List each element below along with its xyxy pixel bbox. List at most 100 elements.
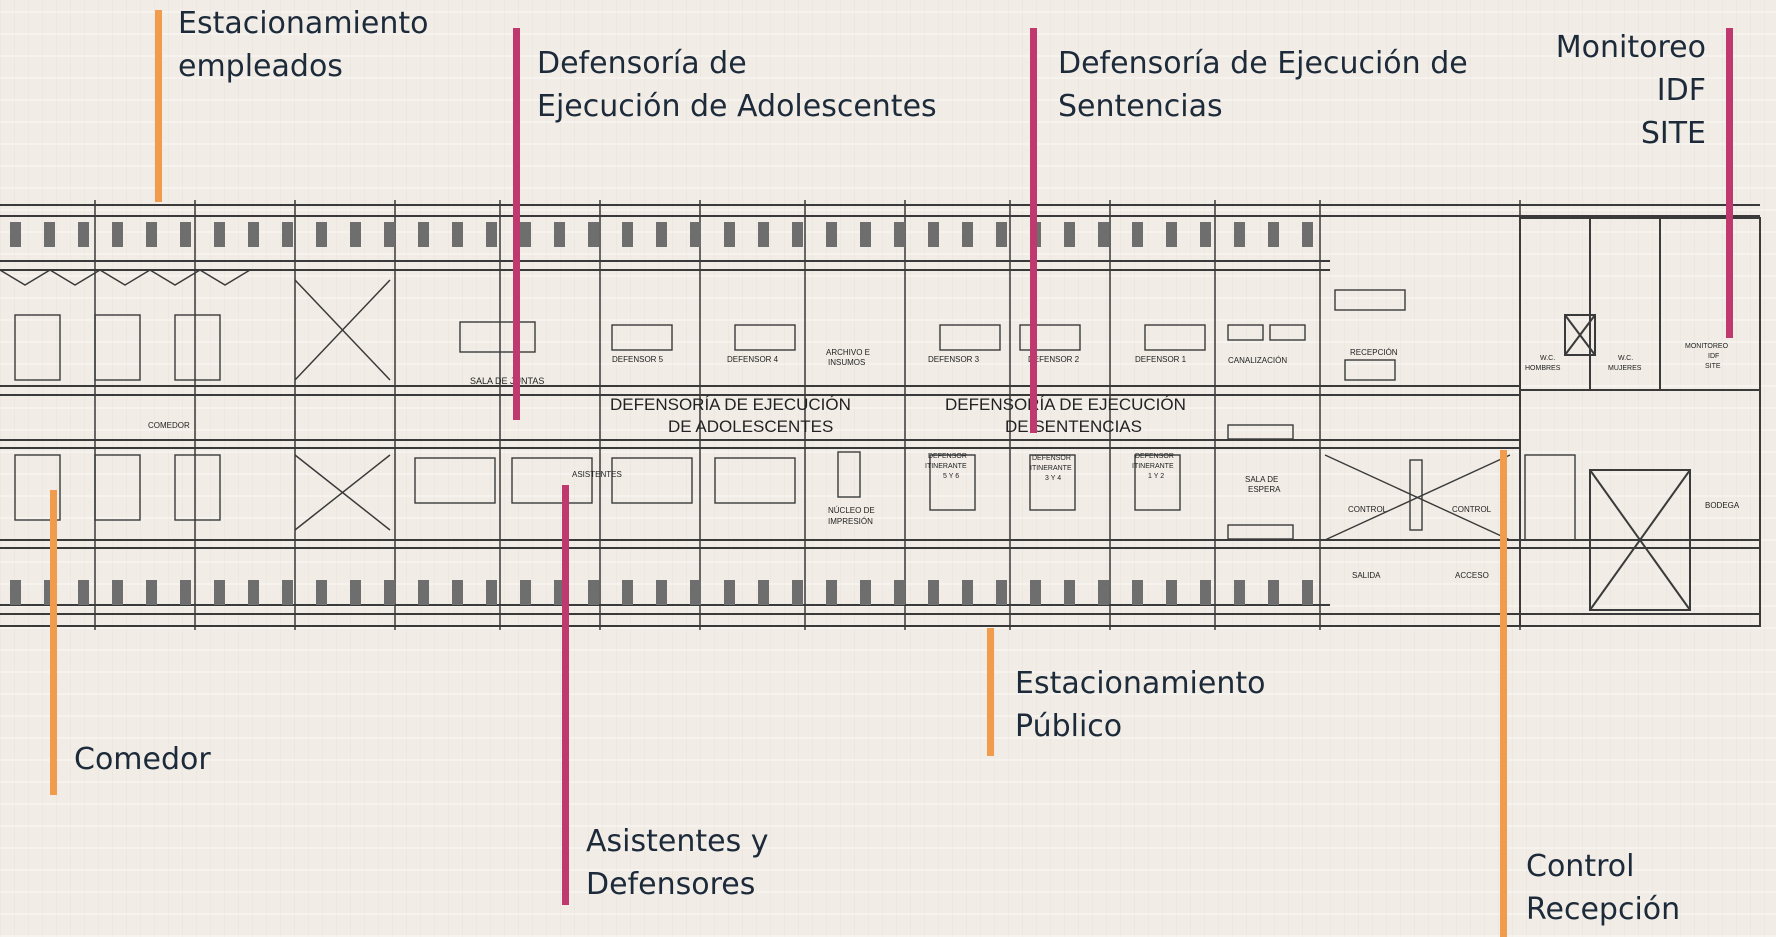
plan-title-adolescentes-1: DEFENSORÍA DE EJECUCIÓN	[610, 395, 851, 414]
plan-label-archivo-2: INSUMOS	[828, 358, 865, 367]
plan-label-sala-espera-1: SALA DE	[1245, 475, 1278, 484]
parking-post	[1132, 222, 1143, 247]
label-asistentes: Asistentes y Defensores	[586, 824, 769, 902]
parking-post	[452, 580, 463, 605]
plan-label-archivo-1: ARCHIVO E	[826, 348, 870, 357]
parking-post	[1166, 580, 1177, 605]
parking-post	[248, 222, 259, 247]
leader-asistentes	[562, 485, 569, 905]
parking-post	[1234, 222, 1245, 247]
parking-post	[384, 580, 395, 605]
plan-label-itinerante-a3: 5 Y 6	[943, 473, 959, 480]
parking-post	[554, 222, 565, 247]
parking-post	[1302, 580, 1313, 605]
plan-title-sentencias-1: DEFENSORÍA DE EJECUCIÓN	[945, 395, 1186, 414]
leader-comedor	[50, 490, 57, 795]
parking-post	[1064, 580, 1075, 605]
parking-post	[622, 580, 633, 605]
parking-post	[928, 222, 939, 247]
label-defensoria-sentencias: Defensoría de Ejecución de Sentencias	[1058, 46, 1468, 124]
label-estacionamiento-publico: Estacionamiento Público	[1015, 666, 1266, 744]
parking-post	[792, 580, 803, 605]
plan-label-itinerante-b3: 3 Y 4	[1045, 475, 1061, 482]
parking-post	[10, 222, 21, 247]
plan-label-itinerante-a1: DEFENSOR	[928, 453, 967, 460]
label-comedor: Comedor	[74, 742, 211, 777]
parking-post	[588, 222, 599, 247]
parking-post	[180, 580, 191, 605]
plan-label-wc-hombres-2: HOMBRES	[1525, 365, 1561, 372]
parking-post	[282, 222, 293, 247]
plan-columns	[94, 200, 1521, 630]
parking-post	[316, 222, 327, 247]
parking-post	[520, 580, 531, 605]
furniture	[0, 269, 1576, 541]
plan-label-bodega: BODEGA	[1705, 501, 1740, 510]
parking-post	[10, 580, 21, 605]
parking-posts-top	[10, 222, 1313, 247]
parking-post	[928, 580, 939, 605]
leader-control-recepcion	[1500, 450, 1507, 937]
parking-post	[758, 222, 769, 247]
parking-post	[1030, 580, 1041, 605]
parking-post	[860, 580, 871, 605]
plan-walls	[0, 204, 1761, 627]
parking-post	[452, 222, 463, 247]
parking-post	[962, 580, 973, 605]
label-defensoria-adolescentes: Defensoría de Ejecución de Adolescentes	[537, 46, 937, 124]
plan-label-wc-mujeres-2: MUJERES	[1608, 365, 1642, 372]
parking-post	[860, 222, 871, 247]
parking-post	[112, 222, 123, 247]
plan-label-acceso: ACCESO	[1455, 571, 1489, 580]
plan-label-sala-juntas: SALA DE JUNTAS	[470, 376, 544, 386]
plan-label-wc-hombres-1: W.C.	[1540, 355, 1555, 362]
plan-label-itinerante-c1: DEFENSOR	[1135, 453, 1174, 460]
plan-label-itinerante-a2: ITINERANTE	[925, 463, 967, 470]
parking-post	[996, 222, 1007, 247]
leader-estacionamiento-empleados	[155, 10, 162, 202]
parking-post	[1064, 222, 1075, 247]
plan-label-defensor-2: DEFENSOR 2	[1028, 355, 1080, 364]
parking-post	[894, 222, 905, 247]
plan-label-control-2: CONTROL	[1452, 505, 1492, 514]
plan-label-salida: SALIDA	[1352, 571, 1381, 580]
parking-post	[486, 580, 497, 605]
parking-post	[622, 222, 633, 247]
parking-post	[520, 222, 531, 247]
plan-label-itinerante-b2: ITINERANTE	[1030, 465, 1072, 472]
parking-post	[656, 580, 667, 605]
parking-post	[996, 580, 1007, 605]
parking-post	[350, 222, 361, 247]
parking-post	[1234, 580, 1245, 605]
parking-post	[1098, 222, 1109, 247]
parking-post	[1268, 580, 1279, 605]
parking-post	[894, 580, 905, 605]
parking-post	[418, 222, 429, 247]
parking-post	[384, 222, 395, 247]
plan-label-control-1: CONTROL	[1348, 505, 1388, 514]
parking-post	[758, 580, 769, 605]
parking-post	[1098, 580, 1109, 605]
plan-label-itinerante-b1: DEFENSOR	[1032, 455, 1071, 462]
parking-post	[724, 222, 735, 247]
plan-label-comedor: COMEDOR	[148, 421, 190, 430]
parking-post	[112, 580, 123, 605]
leader-defensoria-sentencias	[1030, 28, 1037, 433]
parking-post	[44, 222, 55, 247]
plan-label-recepcion: RECEPCIÓN	[1350, 348, 1398, 357]
plan-label-wc-mujeres-1: W.C.	[1618, 355, 1633, 362]
plan-label-nucleo-1: NÚCLEO DE	[828, 506, 875, 515]
parking-post	[1200, 580, 1211, 605]
parking-post	[146, 222, 157, 247]
parking-post	[350, 580, 361, 605]
plan-label-itinerante-c2: ITINERANTE	[1132, 463, 1174, 470]
plan-label-monitoreo-3: SITE	[1705, 363, 1721, 370]
label-monitoreo: Monitoreo IDF SITE	[1555, 30, 1706, 151]
parking-post	[656, 222, 667, 247]
plan-label-defensor-4: DEFENSOR 4	[727, 355, 779, 364]
plan-label-monitoreo-1: MONITOREO	[1685, 343, 1729, 350]
parking-post	[1302, 222, 1313, 247]
parking-post	[214, 222, 225, 247]
plan-title-adolescentes-2: DE ADOLESCENTES	[668, 417, 833, 436]
